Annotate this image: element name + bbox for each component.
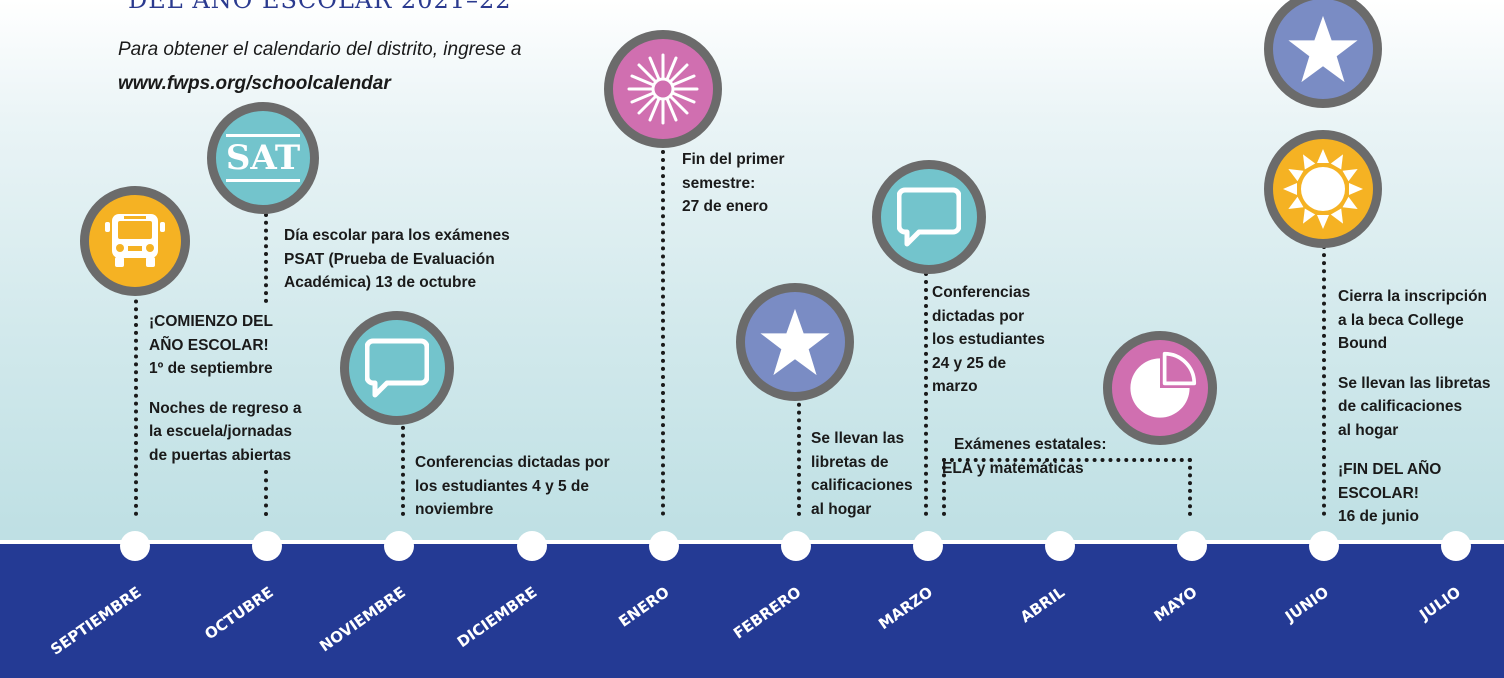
- connector-may: [1188, 458, 1192, 516]
- month-marker: [913, 531, 943, 561]
- event-text: Se llevan las: [811, 430, 905, 447]
- sun-icon: [1264, 130, 1382, 248]
- event-text: 16 de junio: [1338, 508, 1419, 525]
- month-marker: [781, 531, 811, 561]
- event-text: PSAT (Prueba de Evaluación: [284, 250, 495, 268]
- connector-jun: [1322, 245, 1326, 516]
- event-november: Conferencias dictadas por los estudiante…: [415, 451, 610, 522]
- event-text: Académica) 13 de octubre: [284, 274, 477, 291]
- connector-sep: [134, 268, 138, 516]
- event-text: al hogar: [1338, 421, 1399, 439]
- event-text: marzo: [932, 378, 978, 395]
- event-text: 1º de septiembre: [149, 360, 273, 377]
- page-title: DEL AÑO ESCOLAR 2021–22: [128, 0, 512, 14]
- event-text: Conferencias dictadas por: [415, 454, 610, 471]
- star-icon: [736, 283, 854, 401]
- connector-oct-bottom: [264, 470, 268, 516]
- event-text: ESCOLAR!: [1338, 484, 1419, 502]
- event-february: Se llevan las libretas de calificaciones…: [811, 427, 913, 521]
- event-text: Se llevan las libretas: [1338, 374, 1491, 392]
- event-text: Bound: [1338, 335, 1388, 352]
- intro-text: Para obtener el calendario del distrito,…: [118, 33, 521, 101]
- event-text: Exámenes estatales:: [954, 436, 1107, 453]
- event-text: la escuela/jornadas: [149, 423, 293, 440]
- connector-mar: [924, 272, 928, 516]
- event-text: AÑO ESCOLAR!: [149, 336, 269, 354]
- event-text: ELA y matemáticas: [942, 459, 1084, 477]
- connector-nov: [401, 418, 405, 516]
- event-text: calificaciones: [811, 477, 913, 494]
- speech-bubble-icon: [340, 311, 454, 425]
- event-june: Cierra la inscripción a la beca College …: [1338, 285, 1491, 529]
- event-text: Fin del primer: [682, 151, 785, 168]
- event-text: Conferencias: [932, 284, 1031, 301]
- bus-icon: [80, 186, 190, 296]
- month-marker: [649, 531, 679, 561]
- connector-feb: [797, 395, 801, 516]
- connector-oct-top: [264, 213, 268, 303]
- star-icon-june: [1264, 0, 1382, 108]
- month-marker: [1441, 531, 1471, 561]
- event-text: Noches de regreso a: [149, 399, 302, 417]
- event-september: ¡COMIENZO DEL AÑO ESCOLAR! 1º de septiem…: [149, 310, 301, 467]
- event-text: los estudiantes 4 y 5 de: [415, 477, 590, 495]
- event-text: dictadas por: [932, 307, 1025, 325]
- event-text: semestre:: [682, 174, 756, 192]
- event-text: noviembre: [415, 501, 494, 518]
- event-text: 24 y 25 de: [932, 354, 1007, 372]
- event-text: de puertas abiertas: [149, 446, 292, 464]
- event-text: a la beca College: [1338, 311, 1464, 329]
- month-marker: [517, 531, 547, 561]
- timeline-band: [0, 540, 1504, 678]
- snowflake-icon: [604, 30, 722, 148]
- sat-icon: SAT: [207, 102, 319, 214]
- sat-label: SAT: [225, 138, 301, 178]
- event-text: libretas de: [811, 453, 889, 471]
- month-marker: [120, 531, 150, 561]
- month-marker: [384, 531, 414, 561]
- intro-line: Para obtener el calendario del distrito,…: [118, 39, 522, 60]
- connector-exams-bar: [942, 458, 1192, 462]
- speech-bubble-icon-march: [872, 160, 986, 274]
- event-october: Día escolar para los exámenes PSAT (Prue…: [284, 224, 510, 295]
- event-state-exams: Exámenes estatales: ELA y matemáticas: [942, 433, 1107, 480]
- month-marker: [1177, 531, 1207, 561]
- connector-exams-left: [942, 458, 946, 516]
- pie-chart-icon: [1103, 331, 1217, 445]
- event-march: Conferencias dictadas por los estudiante…: [932, 281, 1045, 399]
- event-text: los estudiantes: [932, 331, 1045, 348]
- event-text: 27 de enero: [682, 198, 769, 215]
- event-text: ¡COMIENZO DEL: [149, 313, 273, 330]
- month-marker: [1045, 531, 1075, 561]
- month-marker: [1309, 531, 1339, 561]
- connector-jan: [661, 150, 665, 516]
- month-marker: [252, 531, 282, 561]
- calendar-link[interactable]: www.fwps.org/schoolcalendar: [118, 73, 391, 94]
- event-text: Día escolar para los exámenes: [284, 227, 510, 244]
- event-text: de calificaciones: [1338, 398, 1463, 415]
- event-text: al hogar: [811, 500, 872, 518]
- event-text: Cierra la inscripción: [1338, 288, 1488, 305]
- event-january: Fin del primer semestre: 27 de enero: [682, 148, 785, 219]
- event-text: ¡FIN DEL AÑO: [1338, 461, 1442, 478]
